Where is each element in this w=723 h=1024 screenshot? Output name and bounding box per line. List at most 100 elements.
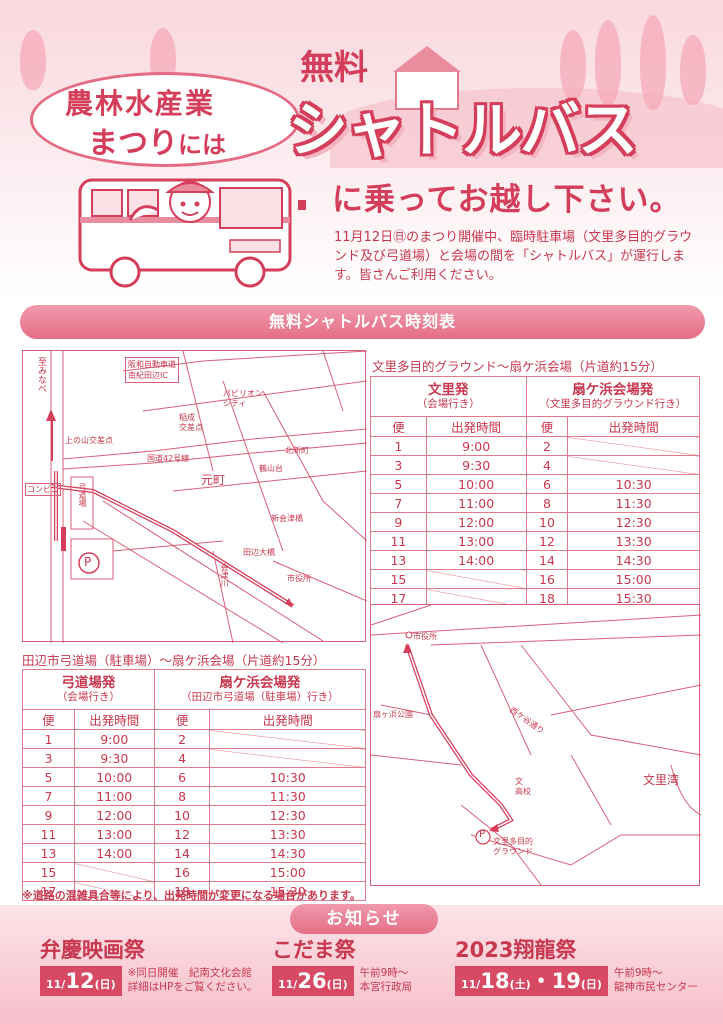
event-note: 午前9時～龍神市民センター	[613, 967, 698, 993]
label-fukuro: 稲成 交差点	[179, 413, 203, 432]
table-cell: 11:30	[567, 493, 700, 513]
table1-col-time: 出発時間	[425, 416, 527, 437]
table2-right-head: 扇ケ浜会場発（田辺市弓道場（駐車場）行き）	[153, 669, 367, 710]
table-cell: 3	[22, 748, 75, 768]
table-cell	[209, 729, 366, 749]
table-cell: 10	[525, 512, 569, 532]
parking-icon: P	[479, 829, 486, 840]
table-cell: 2	[153, 729, 211, 749]
event-title: 弁慶映画祭	[40, 938, 145, 962]
label-kyudojo: 弓道場	[78, 483, 87, 507]
event-kodama: こだま祭 11/26(日) 午前9時～本宮行政局	[272, 934, 412, 996]
label-to-minabe: 至みなべ	[36, 357, 46, 393]
table-cell: 5	[22, 767, 75, 787]
table2-left-head: 弓道場発（会場行き）	[22, 669, 155, 710]
event-date: 11/26(日)	[272, 966, 354, 996]
table-cell	[567, 436, 700, 456]
house-icon	[393, 46, 461, 110]
table-cell: 15	[370, 569, 427, 589]
label-ground: 文里多目的 グラウンド	[493, 837, 533, 856]
table1-left-head: 文里発（会場行き）	[370, 376, 527, 417]
table2-col-time: 出発時間	[73, 709, 155, 730]
event-benkei: 弁慶映画祭 11/12(日) ※同日開催 紀南文化会館詳細はHPをご覧ください。	[40, 934, 257, 996]
table-cell: 15:00	[567, 569, 700, 589]
table-cell	[425, 569, 527, 589]
event-shoryu: 2023翔龍祭 11/18(土)・19(日) 午前9時～龍神市民センター	[455, 934, 698, 996]
table-cell: 15	[22, 862, 75, 882]
tree-icon	[640, 15, 666, 110]
event-title: こだま祭	[272, 938, 356, 962]
table-cell: 13:00	[425, 531, 527, 551]
table-cell: 18	[153, 881, 211, 901]
table-cell	[209, 748, 366, 768]
tree-icon	[560, 30, 586, 100]
speech-bubble	[30, 72, 300, 167]
table-cell: 6	[525, 474, 569, 494]
table-cell: 6	[153, 767, 211, 787]
table1-col-bin: 便	[370, 416, 427, 437]
table-cell: 7	[370, 493, 427, 513]
label-route42: 国道42号線	[147, 454, 190, 463]
label-conbini: コンビニ	[25, 483, 61, 496]
table1-right-head: 扇ケ浜会場発（文里多目的グラウンド行き）	[525, 376, 701, 417]
shuttle-bus-title: シャトルバス	[288, 96, 638, 166]
map-mozato-drawing	[370, 604, 702, 886]
label-tanabe-bridge: 田辺大橋	[243, 548, 275, 557]
timetable-banner-label: 無料シャトルバス時刻表	[268, 312, 456, 331]
table-cell: 1	[22, 729, 75, 749]
table-cell: 9	[370, 512, 427, 532]
label-mozato-bay: 文里湾	[643, 773, 680, 787]
free-label: 無料	[300, 48, 368, 88]
table-cell: 16	[153, 862, 211, 882]
table-cell: 12:00	[73, 805, 155, 825]
festival-niwa: には	[178, 131, 226, 159]
service-description: 11月12日㊐のまつり開催中、臨時駐車場（文里多目的グラウンド及び弓道場）と会場…	[334, 230, 693, 283]
table-cell: 10:00	[425, 474, 527, 494]
table-cell: 10:30	[567, 474, 700, 494]
table-cell: 7	[22, 786, 75, 806]
table-cell: 4	[153, 748, 211, 768]
table-cell: 9:00	[73, 729, 155, 749]
label-city-hall: 市役所	[287, 574, 311, 583]
event-note: 午前9時～本宮行政局	[359, 967, 413, 993]
table-cell: 11:00	[73, 786, 155, 806]
map-mozato-route: 市役所 扇ヶ浜公園 西ケ谷通り 文 高校 文里湾 P 文里多目的 グラウンド	[370, 604, 702, 886]
label-motomachi: 元町	[201, 473, 226, 487]
table-cell: 8	[153, 786, 211, 806]
table2-col-time: 出発時間	[209, 709, 366, 730]
ride-invitation: に乗ってお越し下さい。	[332, 182, 682, 218]
label-city-hall-2: 市役所	[413, 632, 437, 641]
schedule-note: ※道路の混雑具合等により、出発時間が変更になる場合があります。	[22, 889, 361, 902]
table-cell: 11:30	[209, 786, 366, 806]
table-cell: 15:30	[567, 588, 700, 608]
tree-icon	[680, 35, 706, 105]
label-ic: 阪和自動車道 南紀田辺IC	[125, 357, 179, 383]
label-tsuruyama: 鶴山台	[259, 464, 283, 473]
event-note: ※同日開催 紀南文化会館詳細はHPをご覧ください。	[127, 967, 258, 993]
table2-col-bin: 便	[22, 709, 75, 730]
table-cell: 14:30	[209, 843, 366, 863]
table-cell: 5	[370, 474, 427, 494]
table-cell: 14:30	[567, 550, 700, 570]
table-cell: 11	[22, 824, 75, 844]
table-cell: 2	[525, 436, 569, 456]
table-cell: 15:30	[209, 881, 366, 901]
table-cell: 14	[525, 550, 569, 570]
table-cell: 14:00	[425, 550, 527, 570]
table-cell: 13:00	[73, 824, 155, 844]
tree-icon	[20, 30, 46, 90]
table1-col-time: 出発時間	[567, 416, 700, 437]
table-cell: 11:00	[425, 493, 527, 513]
table-cell: 14:00	[73, 843, 155, 863]
